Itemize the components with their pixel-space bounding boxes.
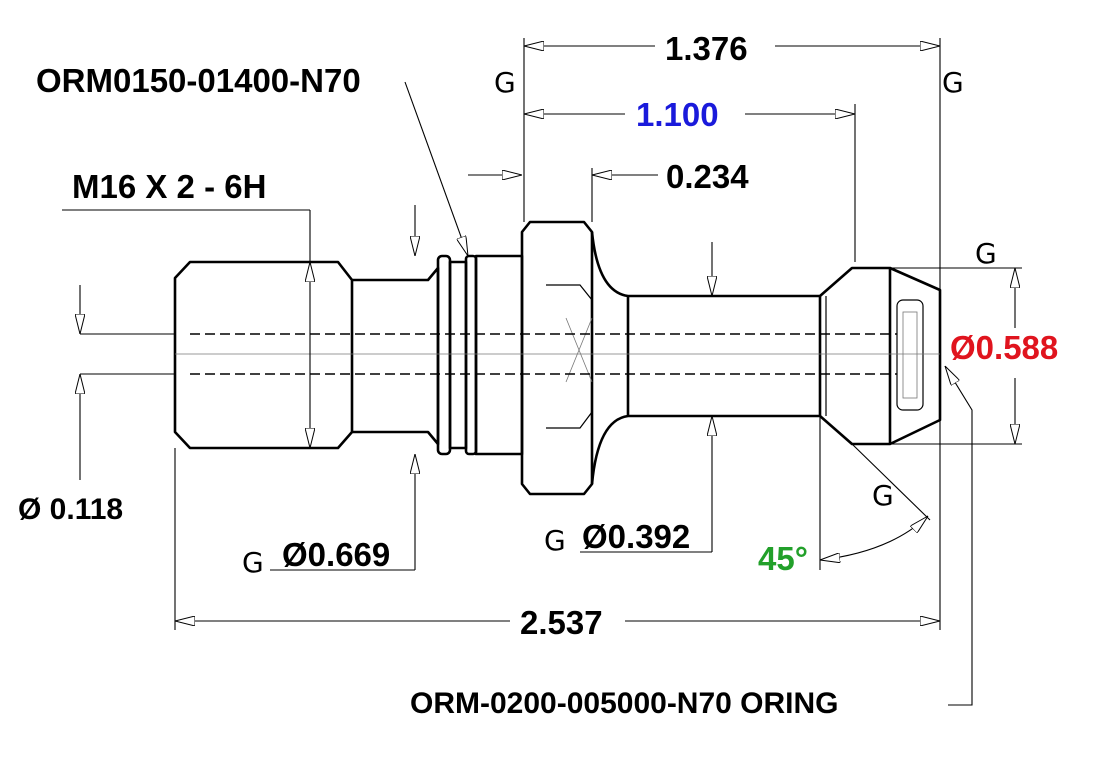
shank-and-head	[590, 231, 942, 485]
chamfer-angle-dimension: 45°	[758, 540, 808, 577]
flange-width-dimension: 0.234	[666, 158, 749, 195]
overall-length-dimension: 2.537	[520, 604, 603, 641]
gauge-symbol: G	[242, 546, 264, 579]
gauge-symbol: G	[872, 479, 894, 512]
oring-groove	[436, 254, 452, 456]
shank-diameter-dimension: Ø0.392	[582, 518, 690, 555]
gauge-symbol: G	[975, 237, 997, 270]
gauge-symbol: G	[942, 66, 964, 99]
thread-diameter-dimension: Ø0.669	[282, 536, 390, 573]
head-oring	[896, 299, 924, 411]
flange-to-tip-dimension: 1.100	[636, 96, 719, 133]
dimension-lines	[62, 38, 1022, 706]
oring-groove-2	[464, 254, 478, 456]
neck	[352, 266, 440, 446]
labels: ORM0150-01400-N70 M16 X 2 - 6H 1.376 1.1…	[18, 30, 1058, 720]
gauge-length-dimension: 1.376	[665, 30, 748, 67]
threaded-body	[173, 260, 354, 450]
flange	[520, 220, 594, 496]
oring-small-callout: ORM0150-01400-N70	[36, 62, 361, 99]
gauge-symbols: G G G G G G	[242, 66, 997, 579]
oring-head-callout: ORM-0200-005000-N70 ORING	[410, 687, 839, 720]
thread-spec-callout: M16 X 2 - 6H	[72, 168, 266, 205]
gauge-symbol: G	[494, 66, 516, 99]
hex-socket	[546, 284, 593, 429]
gauge-symbol: G	[544, 524, 566, 557]
bore-diameter-dimension: Ø 0.118	[18, 493, 123, 526]
part-outline	[173, 220, 942, 496]
head-diameter-dimension: Ø0.588	[950, 329, 1058, 366]
oring-land	[448, 260, 468, 450]
step	[474, 254, 524, 456]
